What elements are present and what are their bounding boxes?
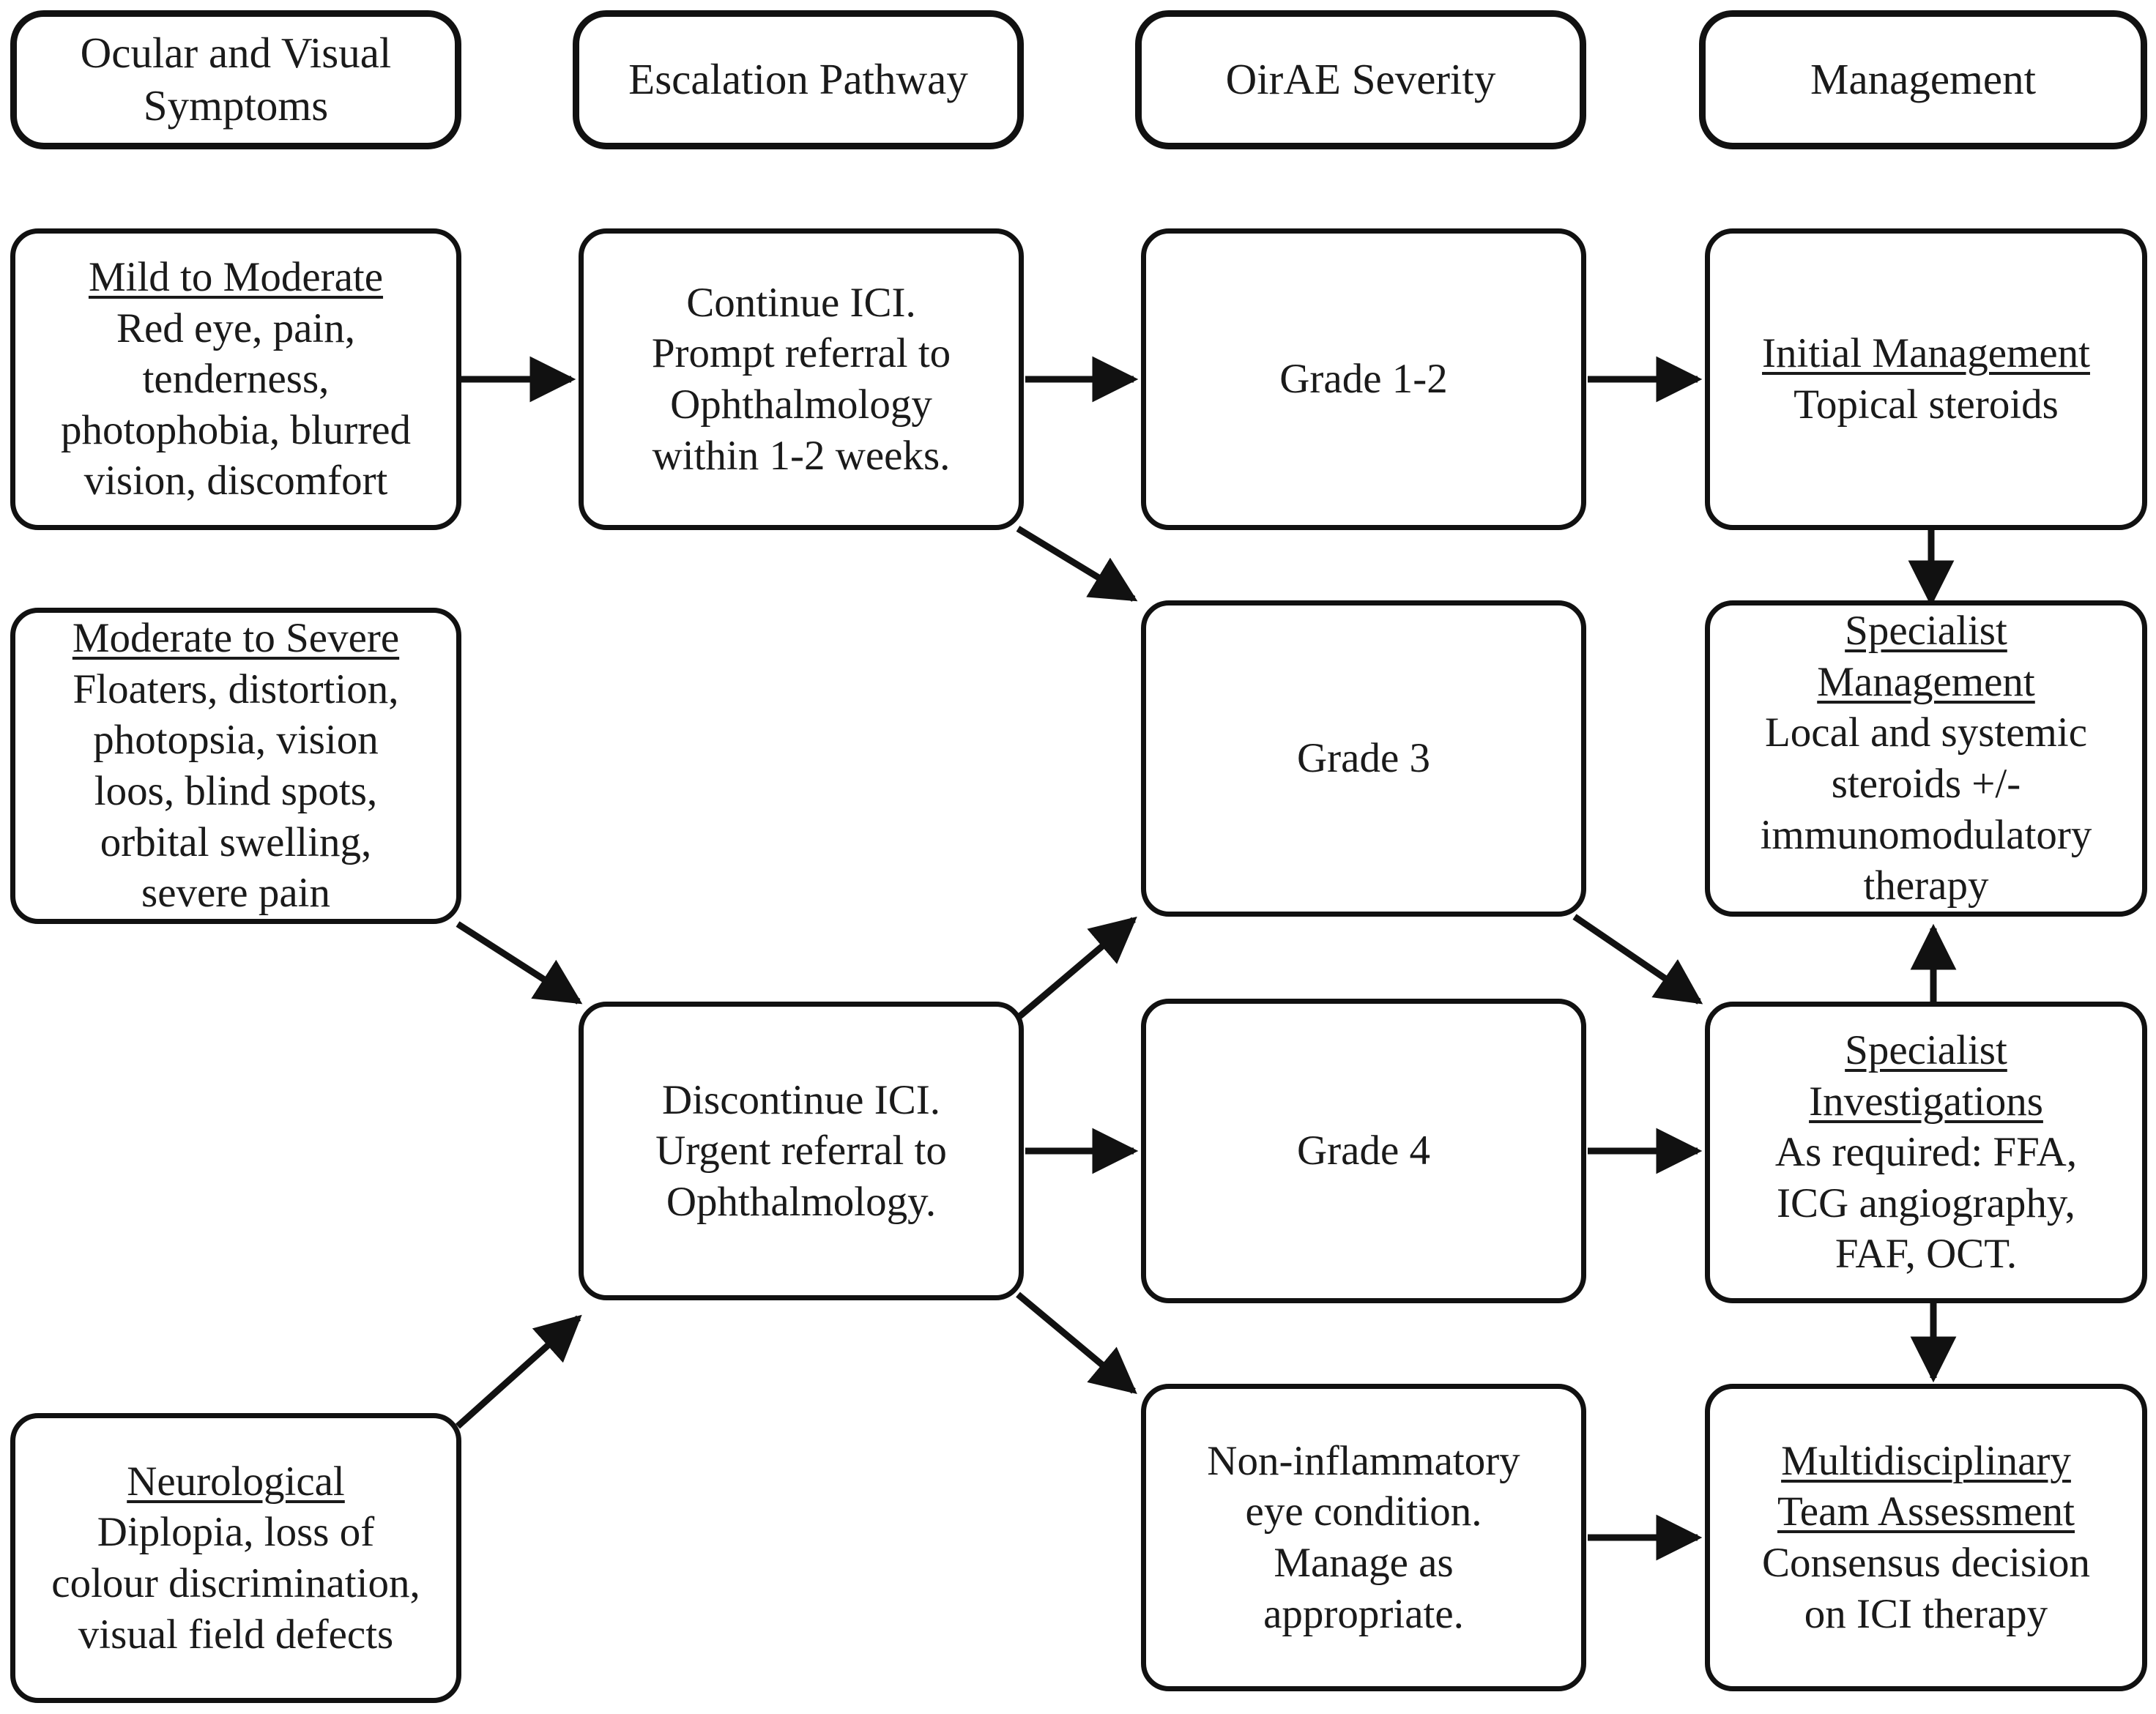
node-text: Grade 1-2 — [1279, 356, 1448, 403]
edge-grade3-to-specinv — [1572, 914, 1703, 1005]
edge-discontinue-to-grade3 — [1016, 916, 1137, 1021]
column-header-label: OirAE Severity — [1225, 55, 1496, 104]
node-body: As required: FFA, ICG angiography, FAF, … — [1774, 1129, 2078, 1278]
node-grade-4[interactable]: Grade 4 — [1141, 999, 1586, 1303]
node-grade-3[interactable]: Grade 3 — [1141, 600, 1586, 917]
node-body: Topical steroids — [1793, 381, 2059, 428]
edge-modsevere-to-discontinue — [456, 921, 583, 1005]
column-header-label: Management — [1810, 55, 2036, 104]
node-title: Specialist Investigations — [1809, 1027, 2043, 1125]
node-text: Grade 3 — [1297, 735, 1430, 782]
node-text: Discontinue ICI. Urgent referral to Opht… — [655, 1076, 947, 1225]
node-body: Diplopia, loss of colour discrimination,… — [51, 1509, 420, 1658]
node-discontinue-ici[interactable]: Discontinue ICI. Urgent referral to Opht… — [579, 1002, 1024, 1300]
column-header-label: Ocular and Visual Symptoms — [80, 29, 392, 130]
node-title: Specialist Management — [1817, 608, 2035, 705]
node-moderate-to-severe[interactable]: Moderate to Severe Floaters, distortion,… — [10, 608, 461, 924]
node-title: Multidisciplinary Team Assessment — [1777, 1437, 2075, 1535]
node-body: Red eye, pain, tenderness, photophobia, … — [60, 305, 412, 504]
edge-neuro-to-discontinue — [455, 1314, 582, 1429]
node-initial-management[interactable]: Initial Management Topical steroids — [1705, 228, 2147, 530]
column-header-label: Escalation Pathway — [628, 55, 968, 104]
node-neurological[interactable]: Neurological Diplopia, loss of colour di… — [10, 1413, 461, 1703]
node-mdt-assessment[interactable]: Multidisciplinary Team Assessment Consen… — [1705, 1384, 2147, 1691]
node-specialist-investigations[interactable]: Specialist Investigations As required: F… — [1705, 1002, 2147, 1303]
column-header-management: Management — [1699, 10, 2147, 149]
node-title: Moderate to Severe — [72, 615, 400, 662]
node-non-inflammatory[interactable]: Non-inflammatory eye condition. Manage a… — [1141, 1384, 1586, 1691]
node-title: Neurological — [127, 1458, 345, 1505]
column-header-oirae-severity: OirAE Severity — [1135, 10, 1586, 149]
column-header-ocular-visual-symptoms: Ocular and Visual Symptoms — [10, 10, 461, 149]
node-title: Initial Management — [1762, 330, 2090, 377]
node-text: Non-inflammatory eye condition. Manage a… — [1207, 1437, 1520, 1637]
node-text: Continue ICI. Prompt referral to Ophthal… — [651, 279, 951, 479]
node-body: Consensus decision on ICI therapy — [1761, 1540, 2091, 1637]
node-mild-to-moderate[interactable]: Mild to Moderate Red eye, pain, tenderne… — [10, 228, 461, 530]
edge-continue-to-grade3 — [1016, 526, 1138, 602]
node-specialist-management[interactable]: Specialist Management Local and systemic… — [1705, 600, 2147, 917]
node-text: Grade 4 — [1297, 1128, 1430, 1174]
column-header-escalation-pathway: Escalation Pathway — [573, 10, 1024, 149]
node-body: Floaters, distortion, photopsia, vision … — [73, 666, 399, 917]
edge-discontinue-to-noninflam — [1016, 1292, 1137, 1395]
node-continue-ici[interactable]: Continue ICI. Prompt referral to Ophthal… — [579, 228, 1024, 530]
node-grade-1-2[interactable]: Grade 1-2 — [1141, 228, 1586, 530]
node-body: Local and systemic steroids +/- immunomo… — [1760, 709, 2092, 909]
node-title: Mild to Moderate — [88, 254, 384, 301]
